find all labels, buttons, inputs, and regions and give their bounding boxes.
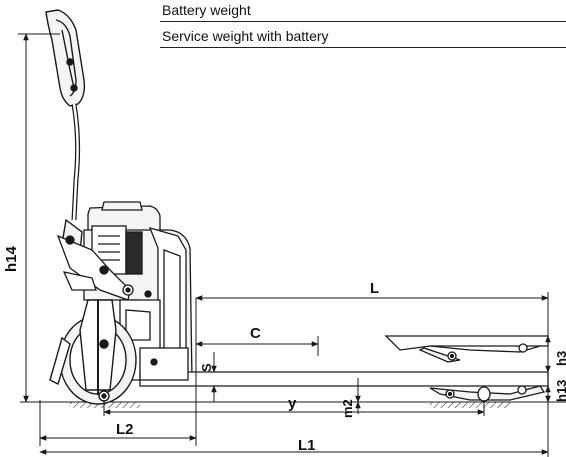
spec-row-battery-weight: Battery weight (162, 2, 251, 18)
dim-label-C: C (250, 325, 261, 342)
drive-wheel (49, 299, 137, 405)
spec-divider (160, 21, 566, 22)
truck-body (56, 201, 193, 381)
dim-label-L: L (370, 280, 379, 297)
dim-label-h14: h14 (3, 245, 20, 272)
dim-label-m2: m2 (340, 399, 355, 418)
spec-row-service-weight: Service weight with battery (162, 28, 329, 44)
forks (139, 335, 549, 402)
dim-label-L1: L1 (298, 437, 316, 454)
dim-label-h3: h3 (554, 351, 566, 366)
dimension-lines (18, 33, 551, 457)
dim-label-S: S (199, 363, 214, 372)
tiller-handle (45, 9, 86, 254)
dim-label-L2: L2 (116, 421, 134, 438)
dim-label-y: y (288, 395, 297, 412)
spec-divider (160, 47, 566, 48)
dim-label-h13: h13 (554, 380, 566, 402)
